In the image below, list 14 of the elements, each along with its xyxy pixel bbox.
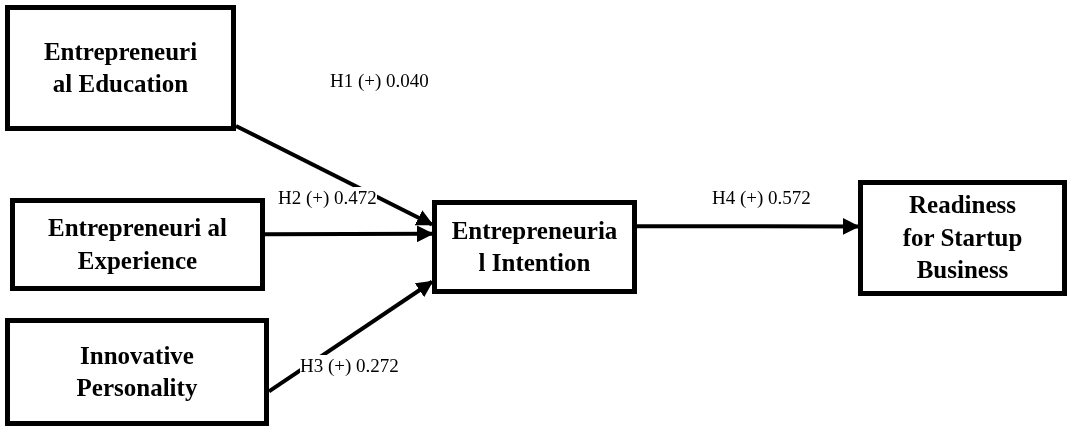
- construct-box: [5, 5, 236, 131]
- construct-name: Readiness for Startup Business: [901, 190, 1024, 286]
- construct-name: Entrepreneuri al Experience: [47, 213, 228, 276]
- construct-name: Innovative Personality: [75, 340, 199, 403]
- construct-box: [858, 180, 1067, 296]
- construct-box: [5, 318, 269, 426]
- construct-name: Entrepreneuri al Education: [42, 36, 199, 99]
- edge-label: H2 (+) 0.472: [278, 187, 377, 209]
- edge-label: H4 (+) 0.572: [712, 187, 811, 209]
- edge-label: H3 (+) 0.272: [300, 355, 399, 377]
- construct-name: Entrepreneuria l Intention: [451, 215, 618, 278]
- edge-label: H1 (+) 0.040: [330, 70, 429, 92]
- construct-box: [10, 198, 265, 291]
- construct-box: [432, 200, 637, 294]
